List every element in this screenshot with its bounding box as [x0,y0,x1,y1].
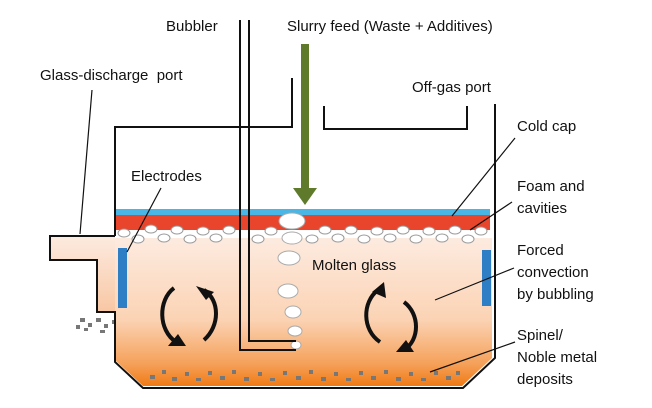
spinel-label-line2: Noble metal [517,349,597,366]
off-gas-port-label: Off-gas port [412,79,492,96]
leader-lines [79,89,516,373]
down-arrow-icon [293,44,317,205]
molten-glass-pool [115,238,492,386]
rising-bubbles [277,212,306,350]
left-electrode [118,248,127,308]
slurry-feed-label: Slurry feed (Waste + Additives) [287,18,493,35]
right-electrode [482,250,491,306]
bubbler-tube [239,20,296,351]
forced-convection-line3: by bubbling [517,286,594,303]
bubbler-label: Bubbler [166,18,218,35]
forced-convection-line2: convection [517,264,589,281]
spinel-label-line3: deposits [517,371,573,388]
foam-label-line2: cavities [517,200,567,217]
molten-glass-label: Molten glass [312,257,396,274]
discharge-channel-glass [50,236,115,312]
circular-arrows-icon [364,282,418,352]
circular-arrows-icon [160,286,218,346]
melter-walls [49,78,496,389]
spinel-label-line1: Spinel/ [517,327,564,344]
cold-cap-label: Cold cap [517,118,576,135]
glass-discharge-port-label: Glass-discharge port [40,67,183,84]
foam-label-line1: Foam and [517,178,585,195]
forced-convection-line1: Forced [517,242,564,259]
electrodes-label: Electrodes [131,168,202,185]
cold-cap-top-layer [116,209,490,215]
